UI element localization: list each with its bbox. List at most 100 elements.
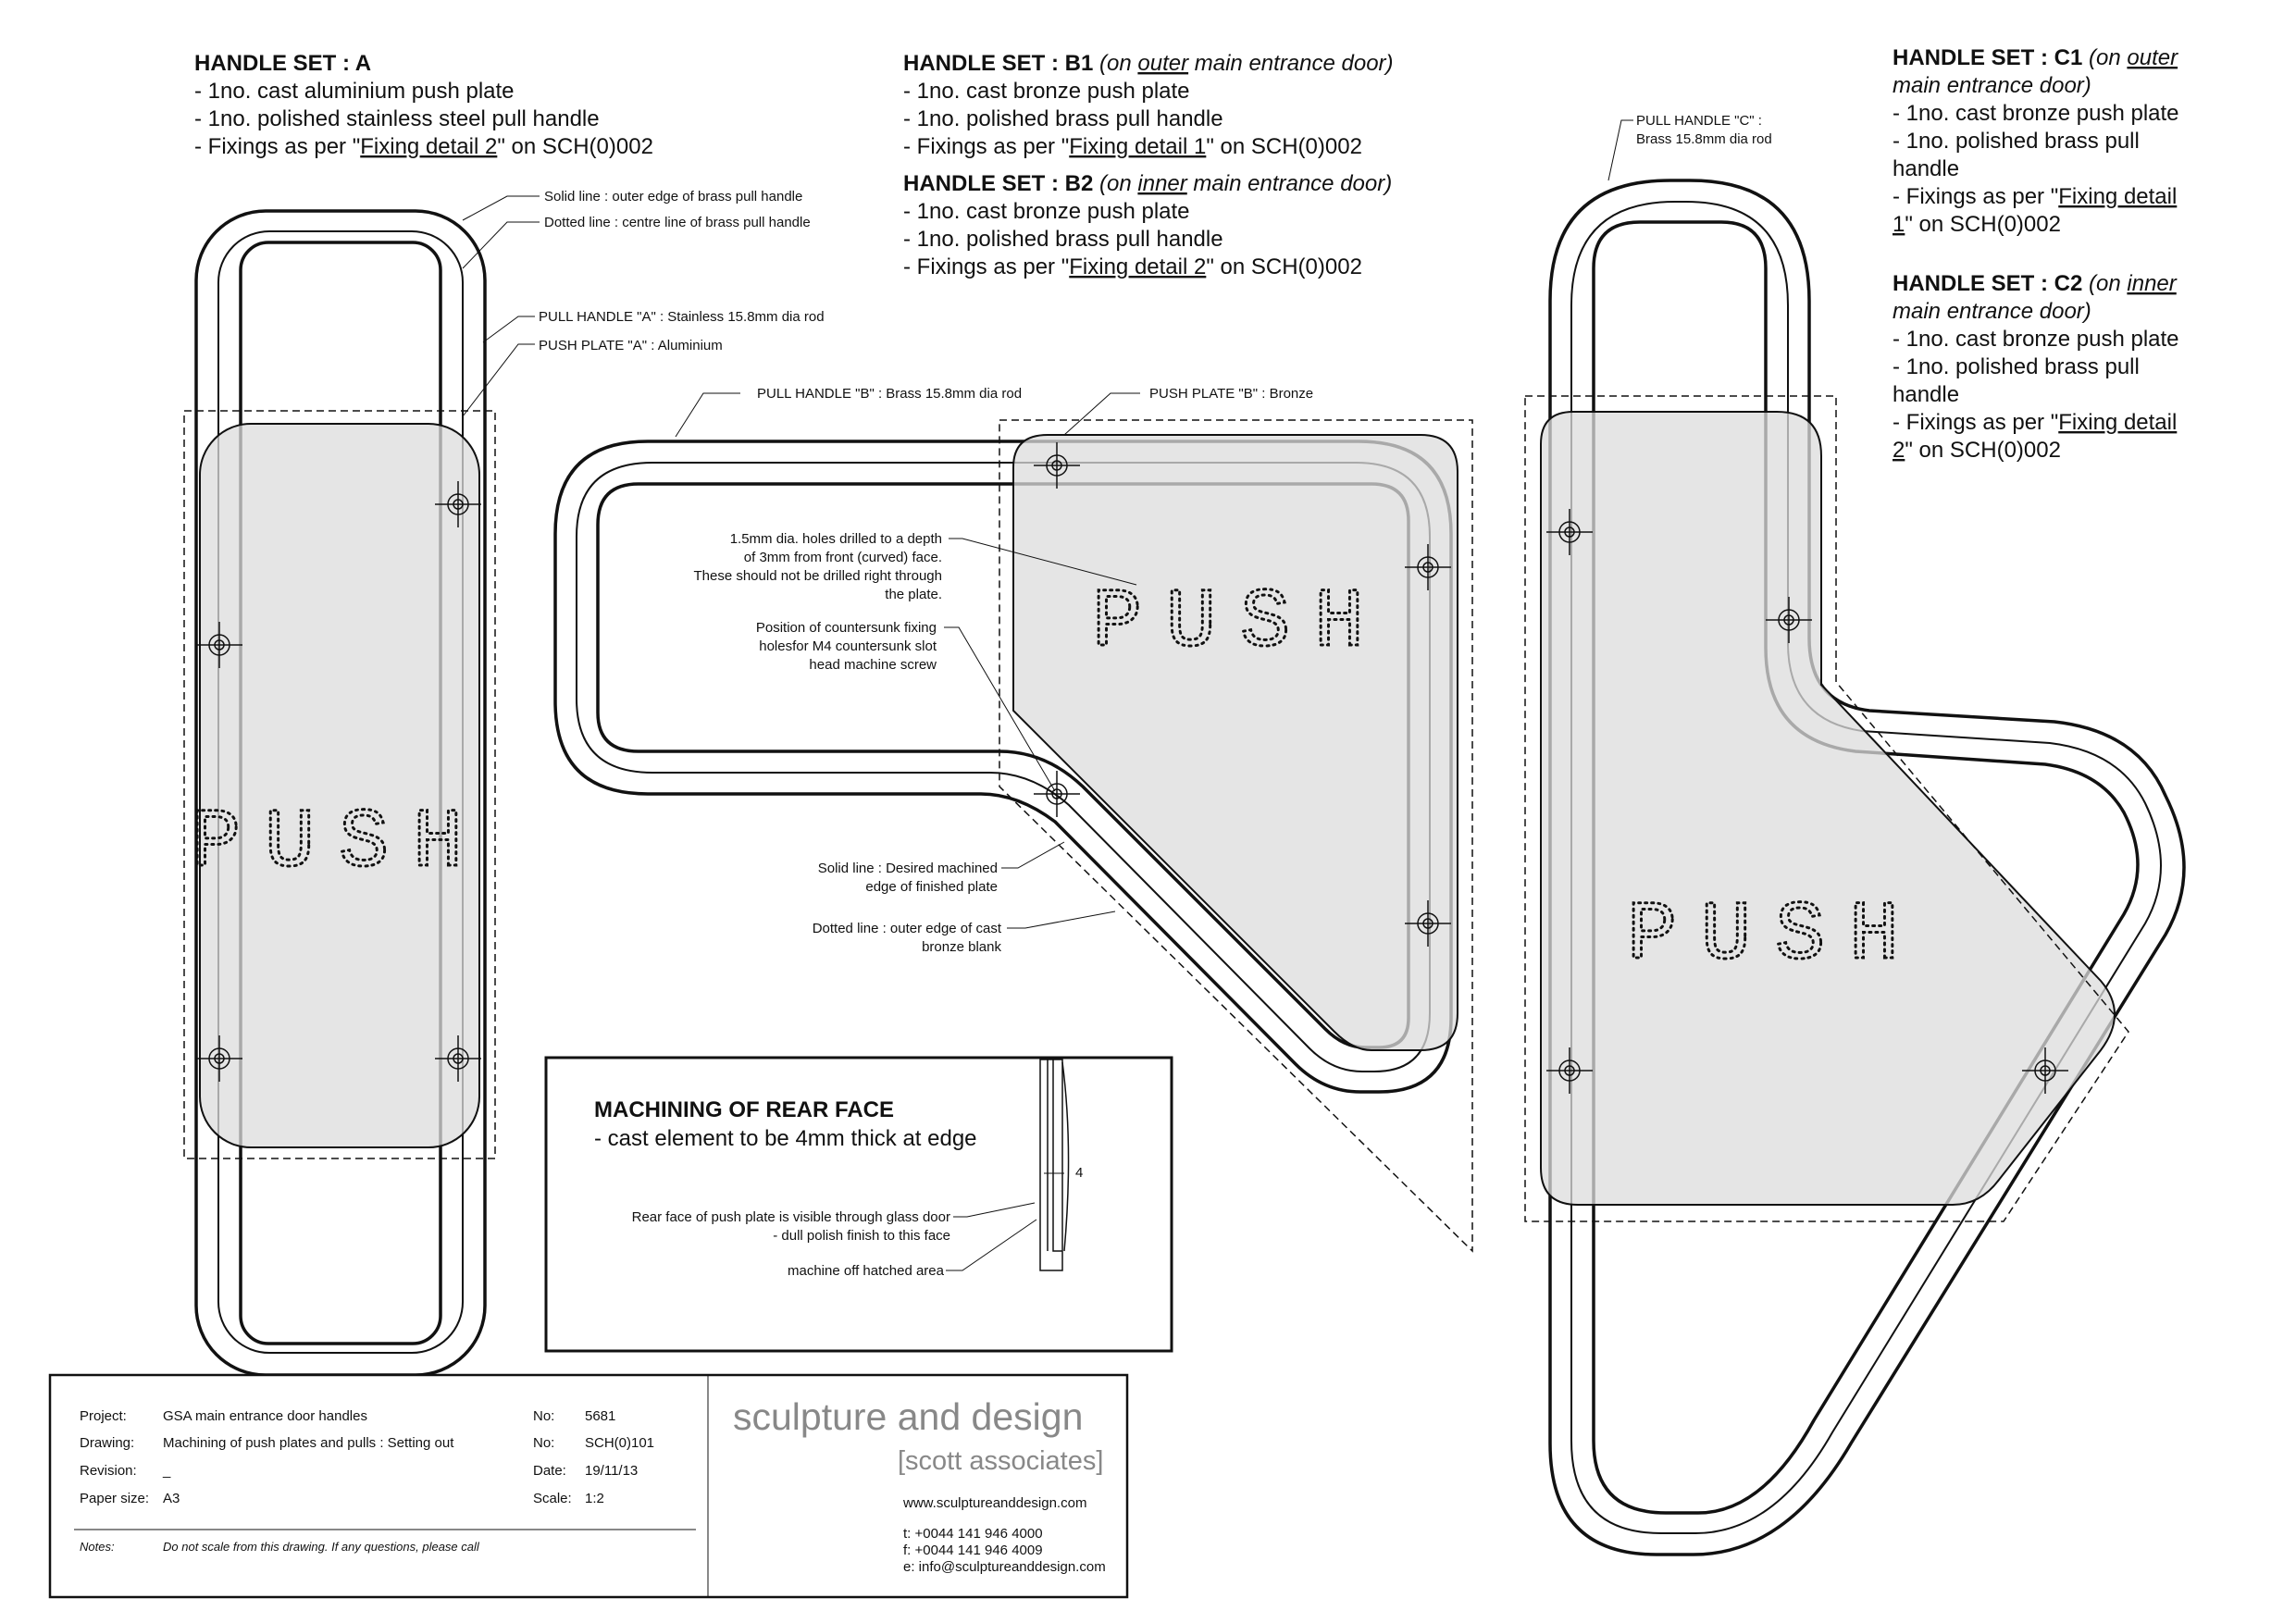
push-plate-a bbox=[199, 423, 480, 1148]
label-solid-outer: Solid line : outer edge of brass pull ha… bbox=[544, 189, 802, 204]
tb-paper-label: Paper size: bbox=[80, 1491, 149, 1506]
spec-c1-line-1: - 1no. cast bronze push plate bbox=[1893, 101, 2179, 126]
labels-a: Solid line : outer edge of brass pull ha… bbox=[539, 189, 825, 353]
spec-b1-fixings: - Fixings as per "Fixing detail 1" on SC… bbox=[903, 134, 1362, 159]
spec-c1-fixings-2: 1" on SCH(0)002 bbox=[1893, 212, 2061, 237]
tb-drawing-label: Drawing: bbox=[80, 1435, 134, 1451]
spec-a-line-1: - 1no. cast aluminium push plate bbox=[194, 79, 515, 104]
spec-c2-fixings: - Fixings as per "Fixing detail bbox=[1893, 410, 2177, 435]
spec-handle-set-b1: HANDLE SET : B1 (on outer main entrance … bbox=[903, 51, 1394, 159]
pull-handle-c-mid bbox=[1570, 201, 2162, 1534]
tb-no2-label: No: bbox=[533, 1435, 554, 1451]
rear-face-dim: 4 bbox=[1075, 1165, 1083, 1181]
rear-face-note-2: - dull polish finish to this face bbox=[773, 1228, 950, 1244]
spec-a-title: HANDLE SET : A bbox=[194, 51, 371, 76]
spec-handle-set-a: HANDLE SET : A - 1no. cast aluminium pus… bbox=[194, 51, 653, 159]
labels-b: PULL HANDLE "B" : Brass 15.8mm dia rod P… bbox=[693, 386, 1313, 955]
label-countersunk-3: head machine screw bbox=[809, 657, 937, 673]
tb-scale-label: Scale: bbox=[533, 1491, 572, 1506]
rear-face-box: MACHINING OF REAR FACE - cast element to… bbox=[544, 1056, 1173, 1353]
tb-project: GSA main entrance door handles bbox=[163, 1408, 367, 1424]
tb-date: 19/11/13 bbox=[585, 1463, 638, 1479]
label-holes-1: 1.5mm dia. holes drilled to a depth bbox=[730, 531, 942, 547]
spec-b2-line-2: - 1no. polished brass pull handle bbox=[903, 227, 1223, 252]
spec-b1-line-1: - 1no. cast bronze push plate bbox=[903, 79, 1190, 104]
label-countersunk-2: holesfor M4 countersunk slot bbox=[759, 638, 937, 654]
rear-face-subtitle: - cast element to be 4mm thick at edge bbox=[594, 1126, 977, 1151]
spec-handle-set-c1: HANDLE SET : C1 (on outer main entrance … bbox=[1893, 45, 2179, 237]
spec-c2-line-2: - 1no. polished brass pull bbox=[1893, 354, 2140, 379]
label-holes-4: the plate. bbox=[885, 587, 942, 602]
tb-web: www.sculptureanddesign.com bbox=[902, 1495, 1086, 1511]
pull-handle-c-outer bbox=[1548, 179, 2186, 1556]
label-pull-c-2: Brass 15.8mm dia rod bbox=[1636, 131, 1772, 147]
spec-b1-title: HANDLE SET : B1 (on outer main entrance … bbox=[903, 51, 1394, 76]
spec-b1-line-2: - 1no. polished brass pull handle bbox=[903, 106, 1223, 131]
label-push-a: PUSH PLATE "A" : Aluminium bbox=[539, 338, 723, 353]
leaders-c bbox=[1607, 119, 1633, 181]
tb-revision: _ bbox=[162, 1463, 171, 1479]
fixing-holes-a bbox=[196, 481, 481, 1082]
tb-brand: sculpture and design bbox=[733, 1395, 1083, 1438]
spec-c1-title: HANDLE SET : C1 (on outer bbox=[1893, 45, 2178, 70]
label-holes-3: These should not be drilled right throug… bbox=[693, 568, 942, 584]
label-solid-machined-2: edge of finished plate bbox=[865, 879, 998, 895]
labels-c: PULL HANDLE "C" : Brass 15.8mm dia rod bbox=[1636, 113, 1772, 147]
tb-fax: f: +0044 141 946 4009 bbox=[903, 1542, 1043, 1558]
push-text-a: PUSH bbox=[191, 797, 487, 891]
rear-face-title: MACHINING OF REAR FACE bbox=[594, 1097, 894, 1122]
push-plate-b-blank bbox=[999, 419, 1473, 1253]
handle-set-a-drawing: PUSH bbox=[183, 209, 496, 1377]
tb-no1-label: No: bbox=[533, 1408, 554, 1424]
tb-email: e: info@sculptureanddesign.com bbox=[903, 1559, 1106, 1575]
spec-c2-line-1: - 1no. cast bronze push plate bbox=[1893, 327, 2179, 352]
push-text-c: PUSH bbox=[1627, 889, 1923, 984]
tb-drawing: Machining of push plates and pulls : Set… bbox=[163, 1435, 454, 1451]
push-text-b: PUSH bbox=[1092, 576, 1388, 671]
tb-brand-sub: [scott associates] bbox=[898, 1446, 1103, 1476]
spec-c1-fixings: - Fixings as per "Fixing detail bbox=[1893, 184, 2177, 209]
push-plate-c-blank bbox=[1524, 395, 2129, 1222]
tb-tel: t: +0044 141 946 4000 bbox=[903, 1526, 1043, 1542]
label-pull-c-1: PULL HANDLE "C" : bbox=[1636, 113, 1762, 129]
spec-handle-set-b2: HANDLE SET : B2 (on inner main entrance … bbox=[903, 171, 1392, 279]
tb-no2: SCH(0)101 bbox=[585, 1435, 654, 1451]
tb-paper: A3 bbox=[163, 1491, 180, 1506]
spec-c1-title-2: main entrance door) bbox=[1893, 73, 2091, 98]
tb-project-label: Project: bbox=[80, 1408, 127, 1424]
label-push-b: PUSH PLATE "B" : Bronze bbox=[1149, 386, 1313, 402]
spec-handle-set-c2: HANDLE SET : C2 (on inner main entrance … bbox=[1893, 271, 2179, 463]
spec-b2-line-1: - 1no. cast bronze push plate bbox=[903, 199, 1190, 224]
title-block: Project: GSA main entrance door handles … bbox=[48, 1373, 1129, 1599]
spec-c1-line-3: handle bbox=[1893, 156, 1959, 181]
label-holes-2: of 3mm from front (curved) face. bbox=[744, 550, 942, 565]
label-pull-a: PULL HANDLE "A" : Stainless 15.8mm dia r… bbox=[539, 309, 825, 325]
spec-a-fixings: - Fixings as per "Fixing detail 2" on SC… bbox=[194, 134, 653, 159]
spec-b2-title: HANDLE SET : B2 (on inner main entrance … bbox=[903, 171, 1392, 196]
spec-c2-title-2: main entrance door) bbox=[1893, 299, 2091, 324]
spec-a-line-2: - 1no. polished stainless steel pull han… bbox=[194, 106, 600, 131]
label-solid-machined-1: Solid line : Desired machined bbox=[818, 861, 998, 876]
push-plate-b bbox=[1012, 434, 1458, 1051]
fixing-holes-c bbox=[1546, 509, 2068, 1094]
fixing-holes-b bbox=[1034, 442, 1451, 947]
label-pull-b: PULL HANDLE "B" : Brass 15.8mm dia rod bbox=[757, 386, 1022, 402]
label-dotted-blank-2: bronze blank bbox=[922, 939, 1001, 955]
label-dotted-blank-1: Dotted line : outer edge of cast bbox=[813, 921, 1002, 936]
label-countersunk-1: Position of countersunk fixing bbox=[756, 620, 937, 636]
tb-notes: Do not scale from this drawing. If any q… bbox=[163, 1540, 480, 1554]
push-plate-c bbox=[1540, 411, 2116, 1206]
leaders-a bbox=[462, 195, 540, 417]
spec-c2-line-3: handle bbox=[1893, 382, 1959, 407]
pull-handle-c-inner bbox=[1592, 220, 2140, 1515]
spec-c1-line-2: - 1no. polished brass pull bbox=[1893, 129, 2140, 154]
spec-c2-title: HANDLE SET : C2 (on inner bbox=[1893, 271, 2178, 296]
spec-c2-fixings-2: 2" on SCH(0)002 bbox=[1893, 438, 2061, 463]
rear-face-note-1: Rear face of push plate is visible throu… bbox=[632, 1209, 950, 1225]
tb-revision-label: Revision: bbox=[80, 1463, 137, 1479]
handle-set-c-drawing: PUSH bbox=[1524, 179, 2186, 1556]
spec-b2-fixings: - Fixings as per "Fixing detail 2" on SC… bbox=[903, 254, 1362, 279]
label-dotted-centre: Dotted line : centre line of brass pull … bbox=[544, 215, 811, 230]
tb-notes-label: Notes: bbox=[80, 1540, 115, 1554]
